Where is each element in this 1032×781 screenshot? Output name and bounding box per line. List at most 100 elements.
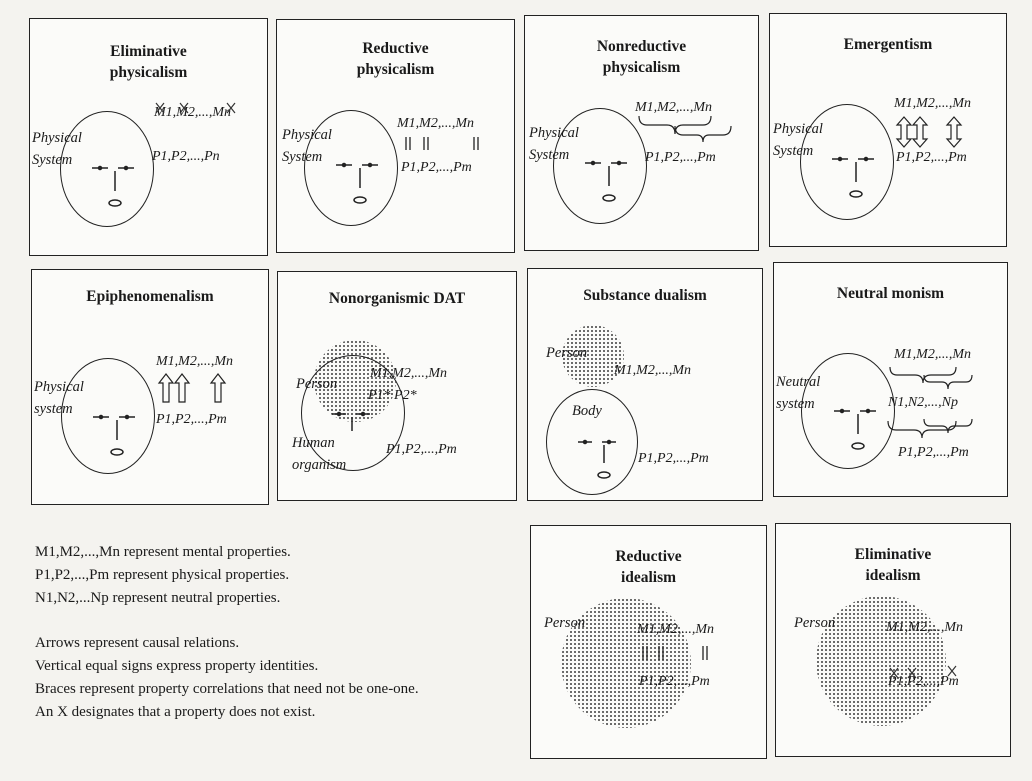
system-label: Physical System [282, 124, 332, 168]
panel-title: Neutral monism [774, 283, 1007, 304]
title-line-1: Reductive [615, 548, 682, 565]
legend-neutral: N1,N2,...Np represent neutral properties… [35, 590, 281, 606]
human-organism-label: Human organism [292, 432, 346, 476]
emergent-properties-row: P1* P2* [368, 388, 417, 403]
mental-properties-row: M1,M2,...,Mn [370, 366, 447, 381]
title-line-2: idealism [865, 567, 921, 584]
panel-nonorganismic-dat: Nonorganismic DAT Person M1,M2,...,Mn P1… [277, 271, 517, 501]
physical-properties-row: P1,P2,...,Pm [401, 160, 472, 175]
physical-properties-row: P1,P2,...,Pm [898, 445, 969, 460]
label-line-2: system [776, 396, 815, 412]
person-label: Person [546, 345, 588, 361]
title-line-2: physicalism [109, 64, 188, 81]
panel-title: Epiphenomenalism [32, 286, 268, 307]
physical-properties-row: P1,P2,...,Pm [638, 451, 709, 466]
panel-emergentism: Emergentism Physical System M1,M2,...,Mn… [769, 13, 1007, 247]
title-line-1: Eliminative [854, 546, 932, 563]
panel-title: Nonreductive physicalism [525, 36, 758, 78]
label-line-1: Physical [529, 125, 579, 141]
title-line-1: Substance dualism [583, 287, 707, 304]
mental-properties-row: M1,M2,...,Mn [156, 354, 233, 369]
physical-properties-row: P1,P2,...,Pm [888, 674, 959, 689]
panel-nonreductive-physicalism: Nonreductive physicalism Physical System… [524, 15, 759, 251]
label-line-2: System [282, 149, 323, 165]
physical-properties-row: P1,P2,...,Pm [639, 674, 710, 689]
panel-title: Reductive idealism [531, 546, 766, 588]
identity-signs [405, 137, 479, 150]
physical-properties-row: P1,P2,...,Pm [156, 412, 227, 427]
face-circle [800, 104, 894, 220]
title-line-1: Emergentism [843, 36, 933, 53]
system-label: Physical System [32, 127, 82, 171]
label-line-2: system [34, 401, 73, 417]
title-line-1: Nonreductive [596, 38, 687, 55]
physical-properties-row: P1,P2,...,Pm [386, 442, 457, 457]
mental-properties-row: M1,M2,...,Mn [637, 622, 714, 637]
mental-properties-row: M1,M2,...,Mn [154, 105, 231, 120]
physical-properties-row: P1,P2,...,Pm [896, 150, 967, 165]
mental-properties-row: M1,M2,...,Mn [894, 347, 971, 362]
panel-title: Eliminative idealism [776, 544, 1010, 586]
title-line-2: idealism [620, 569, 677, 586]
label-line-2: System [32, 152, 73, 168]
system-label: Physical System [529, 122, 579, 166]
mental-properties-row: M1,M2,...,Mn [397, 116, 474, 131]
label-line-1: Physical [773, 121, 823, 137]
panel-reductive-physicalism: Reductive physicalism Physical System M1… [276, 19, 515, 253]
face-circle [61, 358, 155, 474]
mental-properties-row: M1,M2,...,Mn [614, 363, 691, 378]
face-circle [801, 353, 895, 469]
panel-title: Nonorganismic DAT [278, 288, 516, 309]
body-label: Body [572, 403, 602, 419]
label-line-1: Physical [34, 379, 84, 395]
panel-title: Substance dualism [528, 285, 762, 306]
mental-properties-row: M1,M2,...,Mn [894, 96, 971, 111]
body-face-circle [546, 389, 638, 495]
physical-properties-row: P1,P2,...,Pn [152, 149, 220, 164]
two-way-arrows [895, 116, 963, 148]
legend-x: An X designates that a property does not… [35, 704, 316, 720]
title-line-1: Epiphenomenalism [86, 288, 214, 305]
panel-substance-dualism: Substance dualism Person M1,M2,...,Mn Bo… [527, 268, 763, 501]
physical-properties-row: P1,P2,...,Pm [645, 150, 716, 165]
label-line-2: System [773, 143, 814, 159]
system-label: Physical System [773, 118, 823, 162]
correlation-braces [638, 115, 732, 143]
label-line-2: organism [292, 457, 347, 473]
face-circle [304, 110, 398, 226]
title-line-2: physicalism [356, 61, 435, 78]
label-line-1: Human [292, 435, 335, 451]
title-line-1: Reductive [362, 40, 429, 57]
person-dotted-region [561, 598, 691, 728]
person-dotted-region [816, 596, 946, 726]
legend-equal-signs: Vertical equal signs express property id… [35, 658, 319, 674]
label-line-1: Physical [282, 127, 332, 143]
system-label: Physical system [34, 376, 84, 420]
person-label: Person [794, 615, 836, 631]
panel-eliminative-physicalism: Eliminative physicalism Physical System … [29, 18, 268, 256]
face-circle [553, 108, 647, 224]
panel-title: Eliminative physicalism [30, 41, 267, 83]
panel-epiphenomenalism: Epiphenomenalism Physical system M1,M2,.… [31, 269, 269, 505]
label-line-1: Neutral [776, 374, 821, 390]
person-dotted-region [562, 325, 624, 387]
person-label: Person [296, 376, 338, 392]
title-line-1: Neutral monism [836, 285, 945, 302]
mental-properties-row: M1,M2,...,Mn [635, 100, 712, 115]
title-line-1: Eliminative [110, 43, 187, 60]
legend-arrows: Arrows represent causal relations. [35, 635, 240, 651]
panel-neutral-monism: Neutral monism Neutral system M1,M2,...,… [773, 262, 1008, 497]
person-label: Person [544, 615, 586, 631]
neutral-properties-row: N1,N2,...,Np [888, 395, 959, 410]
title-line-2: physicalism [602, 59, 681, 76]
legend-physical: P1,P2,...,Pm represent physical properti… [35, 567, 290, 583]
panel-title: Emergentism [770, 34, 1006, 55]
label-line-1: Physical [32, 130, 82, 146]
panel-title: Reductive physicalism [277, 38, 514, 80]
face-circle [60, 111, 154, 227]
legend-mental: M1,M2,...,Mn represent mental properties… [35, 544, 291, 560]
panel-eliminative-idealism: Eliminative idealism Person M1,M2,...,Mn… [775, 523, 1011, 757]
title-line-1: Nonorganismic DAT [328, 290, 466, 307]
label-line-2: System [529, 147, 570, 163]
mental-properties-row: M1,M2,...,Mn [886, 620, 963, 635]
